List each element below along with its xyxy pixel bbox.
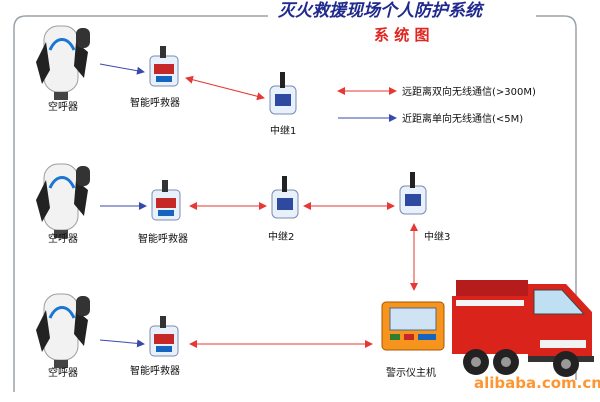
smart-rescue-1-label: 智能呼救器 <box>130 96 180 109</box>
scba-1-icon <box>34 24 92 102</box>
watermark: alibaba.com.cn <box>474 374 600 392</box>
scba-2-icon <box>34 162 92 240</box>
diagram-subtitle: 系 统 图 <box>374 26 429 44</box>
warning-host-icon <box>381 301 445 351</box>
warning-host-label: 警示仪主机 <box>386 366 436 379</box>
legend-long-label: 远距离双向无线通信(>300M) <box>402 85 536 98</box>
legend-short-label: 近距离单向无线通信(<5M) <box>402 112 523 125</box>
scba-3-icon <box>34 292 92 370</box>
relay-2-icon <box>271 175 299 219</box>
smart-rescue-2-icon <box>151 179 181 221</box>
link-smart1-relay1 <box>185 75 265 101</box>
scba-1-label: 空呼器 <box>48 100 78 113</box>
diagram-title: 灭火救援现场个人防护系统 <box>277 1 485 21</box>
smart-rescue-2-label: 智能呼救器 <box>138 232 188 245</box>
smart-rescue-3-icon <box>149 315 179 357</box>
smart-rescue-3-label: 智能呼救器 <box>130 364 180 377</box>
relay-1-icon <box>269 71 297 115</box>
smart-rescue-1-icon <box>149 45 179 87</box>
link-scba3-smart3 <box>99 339 145 348</box>
relay-2-label: 中继2 <box>268 230 294 243</box>
fire-truck-icon <box>452 280 594 377</box>
scba-2-label: 空呼器 <box>48 232 78 245</box>
scba-3-label: 空呼器 <box>48 366 78 379</box>
relay-1-label: 中继1 <box>270 124 296 137</box>
relay-3-label: 中继3 <box>424 230 450 243</box>
diagram-frame-left <box>13 15 27 392</box>
link-scba1-smart1 <box>99 63 145 75</box>
diagram-frame <box>26 15 577 380</box>
relay-3-icon <box>399 171 427 215</box>
